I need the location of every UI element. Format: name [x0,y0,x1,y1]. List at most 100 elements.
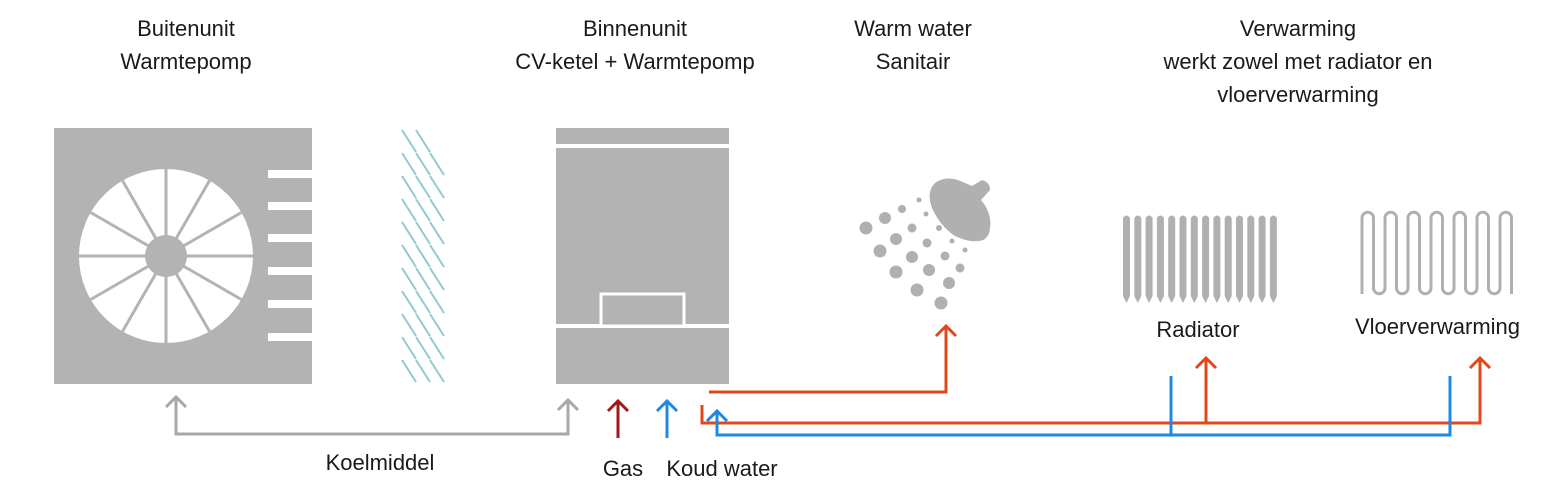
outdoor-unit-vents [268,170,312,341]
radiator-fin [1247,215,1255,303]
water-drop [879,212,891,224]
wall-hatch-stroke [429,267,445,291]
hot-water-heading: Warm water Sanitair [813,12,1013,78]
water-drop [922,238,932,248]
outdoor-unit-title: Buitenunit [137,16,235,41]
fan-icon [79,169,253,343]
wall-hatch-stroke [401,359,417,383]
wall-hatch-stroke [401,290,417,314]
hot-water-line [709,323,958,394]
radiator-fin [1179,215,1187,303]
outdoor-unit-subtitle: Warmtepomp [120,49,252,74]
wall-hatch-stroke [401,175,417,199]
cold-water-line [655,398,679,438]
heating-return-arrow [705,408,729,423]
shower-icon [859,178,991,310]
wall-hatch-stroke [429,313,445,337]
indoor-unit-bottom-panel [556,328,729,384]
water-drop [907,223,917,233]
heating-subtitle-1: werkt zowel met radiator en [1163,49,1433,74]
floor-heating-label: Vloerverwarming [1354,314,1521,339]
wall-hatch-stroke [415,290,431,314]
wall-hatch-stroke [429,198,445,222]
radiator-supply-arrow [1194,355,1218,370]
heating-return-line [705,376,1452,437]
radiator-fin [1145,215,1153,303]
wall-hatch-stroke [415,359,431,383]
radiator-fin [1269,215,1277,303]
gas-arrow [606,398,630,413]
water-drop [923,264,935,276]
indoor-unit-display [599,292,686,328]
refrigerant-label: Koelmiddel [325,450,435,475]
wall-hatch-stroke [401,198,417,222]
refrigerant-arrow-indoor [556,397,580,412]
wall-hatch-stroke [429,221,445,245]
water-drop [906,251,918,263]
heating-subtitle-2: vloerverwarming [1217,82,1379,107]
radiator-fin [1258,215,1266,303]
indoor-unit-title: Binnenunit [583,16,687,41]
radiator-fin [1134,215,1142,303]
water-drop [889,265,903,279]
water-drop [936,225,942,231]
wall-hatch-stroke [415,336,431,360]
outdoor-unit-icon [54,128,312,384]
cold-water-arrow [655,398,679,413]
wall-hatch-stroke [429,359,445,383]
radiator-icon [1123,215,1277,303]
radiator-fin [1168,215,1176,303]
outdoor-unit-heading: Buitenunit Warmtepomp [86,12,286,78]
indoor-unit-icon [556,128,729,384]
hot-water-subtitle: Sanitair [875,49,951,74]
wall-hatch-stroke [429,152,445,176]
wall-hatch-stroke [415,267,431,291]
wall-hatch-stroke [415,152,431,176]
wall-hatch-stroke [401,244,417,268]
wall-hatch-stroke [415,244,431,268]
radiator-fin [1156,215,1164,303]
wall-hatch-icon [401,129,445,383]
wall-hatch-stroke [415,221,431,245]
shower-drops [859,197,968,310]
shower-head [929,178,991,242]
wall-hatch-stroke [401,267,417,291]
wall-hatch-stroke [429,244,445,268]
gas-label: Gas [602,456,644,481]
water-drop [934,296,948,310]
floor-heating-icon [1360,210,1513,296]
radiator-fin [1224,215,1232,303]
indoor-unit-heading: Binnenunit CV-ketel + Warmtepomp [485,12,785,78]
water-drop [923,211,929,217]
radiator-fin [1213,215,1221,303]
water-drop [898,205,906,213]
wall-hatch-stroke [401,129,417,153]
water-drop [910,283,924,297]
wall-hatch-stroke [415,198,431,222]
wall-hatch-stroke [415,175,431,199]
indoor-unit-subtitle: CV-ketel + Warmtepomp [515,49,755,74]
radiator-fin [1123,215,1130,303]
wall-hatch-stroke [429,290,445,314]
water-drop [916,197,922,203]
refrigerant-arrow-outdoor [164,394,188,409]
radiator-fin [1236,215,1243,303]
water-drop [940,251,950,261]
wall-hatch-stroke [415,313,431,337]
water-drop [890,233,902,245]
wall-hatch-stroke [401,152,417,176]
wall-hatch-stroke [401,336,417,360]
hot-water-arrow [934,323,958,338]
fan-hub [145,235,187,277]
water-drop [962,247,968,253]
radiator-label: Radiator [1156,317,1240,342]
cold-water-label: Koud water [666,456,778,481]
water-drop [949,238,955,244]
heating-title: Verwarming [1239,16,1357,41]
water-drop [873,244,887,258]
wall-hatch-stroke [401,221,417,245]
floor-heating-supply-arrow [1468,355,1492,370]
radiator-fin [1190,215,1198,303]
heating-supply-line [700,355,1492,425]
